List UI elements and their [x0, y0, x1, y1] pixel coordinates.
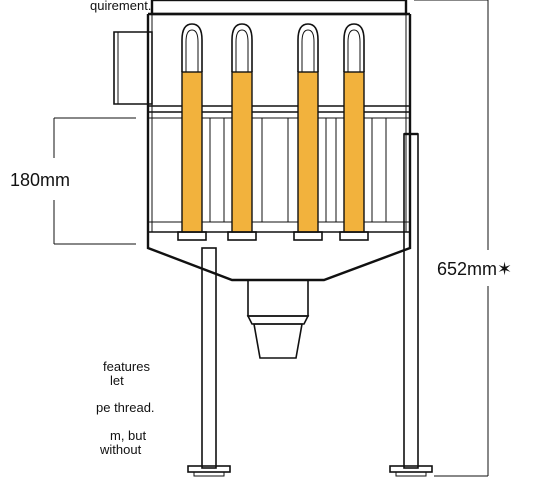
- filter-bag-4: [339, 23, 369, 241]
- discharge-spout: [246, 279, 310, 359]
- dimension-180mm: 180mm: [10, 117, 136, 245]
- filter-bag-1: [177, 23, 207, 241]
- note-line-1: features: [103, 359, 150, 374]
- note-line-5: without: [99, 442, 142, 457]
- note-line-3: pe thread.: [96, 400, 155, 415]
- left-leg: [187, 247, 231, 477]
- dimension-652mm-label: 652mm✶: [437, 259, 512, 279]
- cell-ribs: [209, 118, 387, 222]
- hopper: [146, 232, 412, 282]
- filter-bag-3: [293, 23, 323, 241]
- top-lid: [148, 0, 410, 16]
- inlet-duct: [113, 31, 153, 105]
- filter-bag-2: [227, 23, 257, 241]
- right-leg: [389, 132, 433, 477]
- note-top-fragment: quirement.: [90, 0, 151, 13]
- note-line-2: let: [110, 373, 124, 388]
- dimension-180mm-label: 180mm: [10, 170, 70, 190]
- note-line-4: m, but: [110, 428, 147, 443]
- dimension-652mm: 652mm✶: [414, 0, 512, 477]
